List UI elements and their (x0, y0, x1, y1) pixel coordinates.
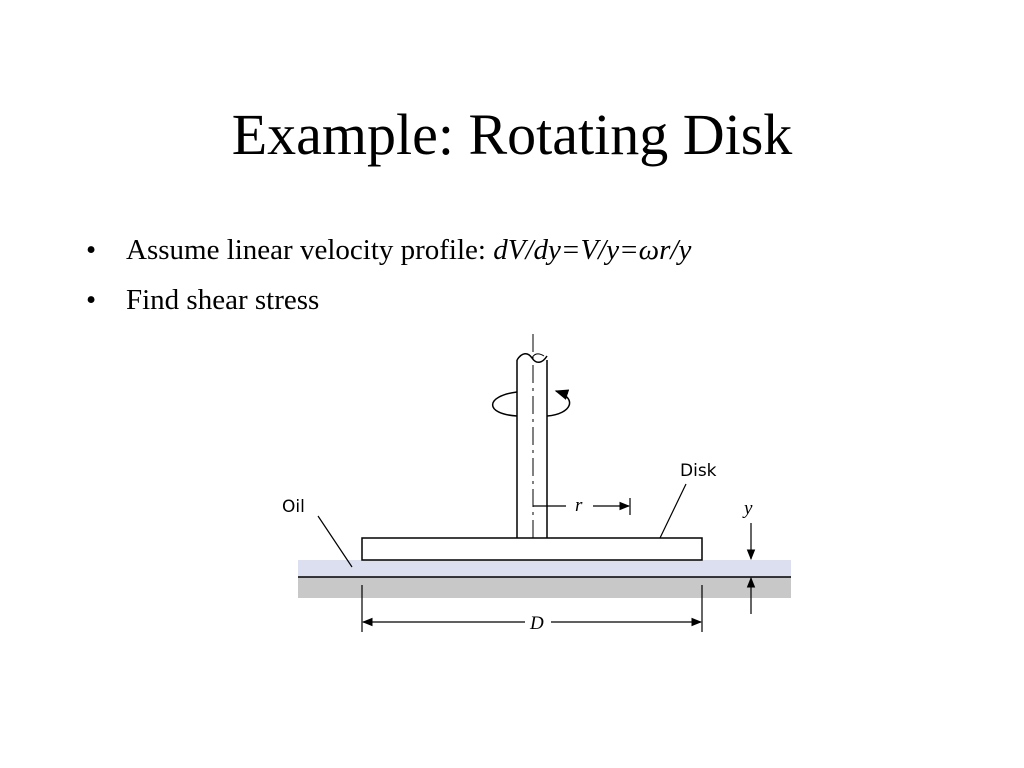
disk (361, 537, 703, 561)
rotation-arrow-icon (491, 391, 571, 417)
gap-label: y (742, 498, 753, 519)
shaft (516, 353, 548, 538)
bullet-text: Assume linear velocity profile: (126, 234, 494, 266)
bullet-marker: • (86, 284, 97, 316)
disk-label: Disk (680, 461, 717, 481)
disk-leader-line (659, 483, 687, 539)
oil-leader-line (317, 515, 353, 568)
bullet-item-velocity-profile: • Assume linear velocity profile: dV/dy=… (86, 228, 691, 278)
base-surface (298, 577, 791, 598)
bullet-marker: • (86, 234, 97, 266)
radius-label: r (575, 495, 583, 516)
oil-film (298, 560, 791, 577)
slide-title: Example: Rotating Disk (231, 102, 793, 167)
oil-label: Oil (282, 497, 305, 517)
bullet-item-shear-stress: • Find shear stress (86, 278, 691, 328)
bullet-list: • Assume linear velocity profile: dV/dy=… (86, 228, 691, 328)
bullet-text: Find shear stress (126, 284, 320, 316)
velocity-formula: dV/dy=V/y=ωr/y (493, 234, 692, 266)
diameter-label: D (529, 613, 544, 634)
